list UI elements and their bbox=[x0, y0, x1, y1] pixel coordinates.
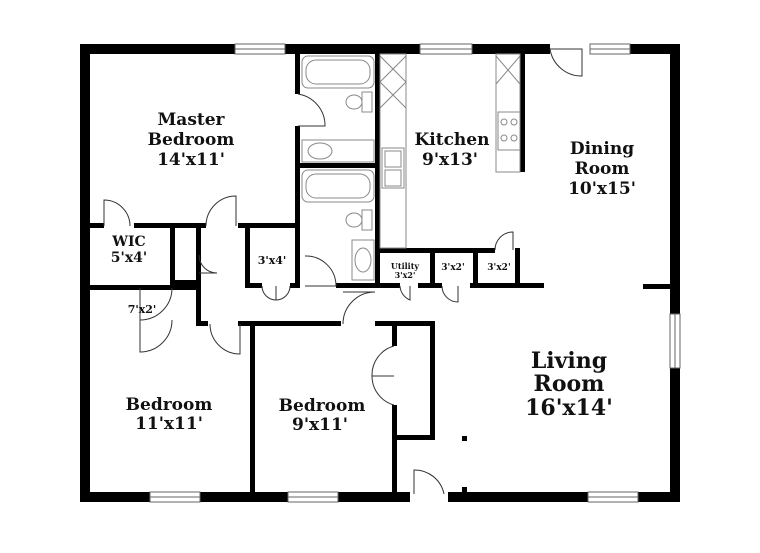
bedroom-mid-size: 9'x11' bbox=[292, 415, 348, 435]
master-bedroom-size: 14'x11' bbox=[157, 150, 225, 170]
master-bedroom-label: Master bbox=[157, 110, 225, 130]
exterior-walls bbox=[80, 44, 680, 502]
dining-room-size: 10'x15' bbox=[568, 179, 636, 199]
door-dining-exterior bbox=[549, 48, 583, 77]
door-wic bbox=[103, 199, 131, 227]
toilet-master bbox=[361, 91, 373, 113]
door-entry bbox=[413, 469, 445, 495]
room-labels: Master Bedroom 14'x11' Kitchen 9'x13' Di… bbox=[111, 110, 636, 435]
window-bedroom-mid-bottom bbox=[287, 491, 339, 503]
window-bedroom-left-bottom bbox=[149, 491, 201, 503]
window-dining-top bbox=[589, 43, 631, 55]
door-utility bbox=[399, 285, 411, 301]
doors bbox=[103, 48, 583, 495]
door-linen bbox=[139, 287, 173, 353]
kitchen-cabinets-left bbox=[379, 53, 407, 249]
kitchen-label: Kitchen bbox=[415, 130, 490, 150]
door-hall-bath bbox=[304, 255, 337, 287]
sink-hall bbox=[351, 239, 375, 281]
bedroom-left-label: Bedroom bbox=[126, 395, 213, 415]
living-room-size: 16'x14' bbox=[525, 395, 613, 421]
door-bedroom-mid bbox=[342, 291, 376, 325]
bedroom-left-size: 11'x11' bbox=[135, 414, 203, 434]
toilet-hall bbox=[361, 209, 373, 231]
master-bedroom-label-2: Bedroom bbox=[148, 130, 235, 150]
living-room-label: Living bbox=[531, 348, 607, 374]
window-master-top bbox=[234, 43, 286, 55]
bathtub-hall bbox=[301, 169, 375, 203]
door-closet-hall bbox=[261, 285, 291, 301]
bathtub-master bbox=[301, 55, 375, 89]
door-closet-a bbox=[441, 285, 459, 303]
dining-room-label: Dining bbox=[570, 139, 634, 159]
interior-walls bbox=[88, 54, 673, 492]
window-living-right bbox=[669, 313, 681, 369]
window-kitchen-top bbox=[419, 43, 473, 55]
linen-closet-size: 7'x2' bbox=[128, 303, 157, 316]
closet-hall-size: 3'x4' bbox=[258, 254, 287, 267]
kitchen-range bbox=[497, 111, 521, 151]
window-living-bottom bbox=[587, 491, 639, 503]
sink-master bbox=[301, 139, 375, 163]
wic-label: WIC bbox=[111, 234, 145, 250]
wic-size: 5'x4' bbox=[111, 250, 147, 266]
door-bedroom-left bbox=[209, 323, 241, 355]
kitchen-size: 9'x13' bbox=[422, 150, 478, 170]
utility-size: 3'x2' bbox=[395, 270, 416, 280]
dining-room-label-2: Room bbox=[575, 159, 630, 179]
door-bedroom-mid-closet bbox=[371, 345, 395, 406]
living-room-label-2: Room bbox=[534, 371, 605, 397]
kitchen-sink bbox=[381, 147, 405, 189]
utility-label: Utility bbox=[391, 261, 419, 271]
windows bbox=[149, 43, 681, 503]
bedroom-mid-label: Bedroom bbox=[279, 396, 366, 416]
fixtures bbox=[301, 53, 521, 281]
door-wic-closet bbox=[198, 254, 218, 274]
closet-a-size: 3'x2' bbox=[441, 263, 464, 273]
door-closet-b bbox=[494, 231, 514, 251]
closet-b-size: 3'x2' bbox=[487, 263, 510, 273]
door-master-bath bbox=[297, 93, 326, 127]
door-master-hall bbox=[205, 195, 237, 227]
kitchen-cabinets-right bbox=[495, 53, 521, 173]
